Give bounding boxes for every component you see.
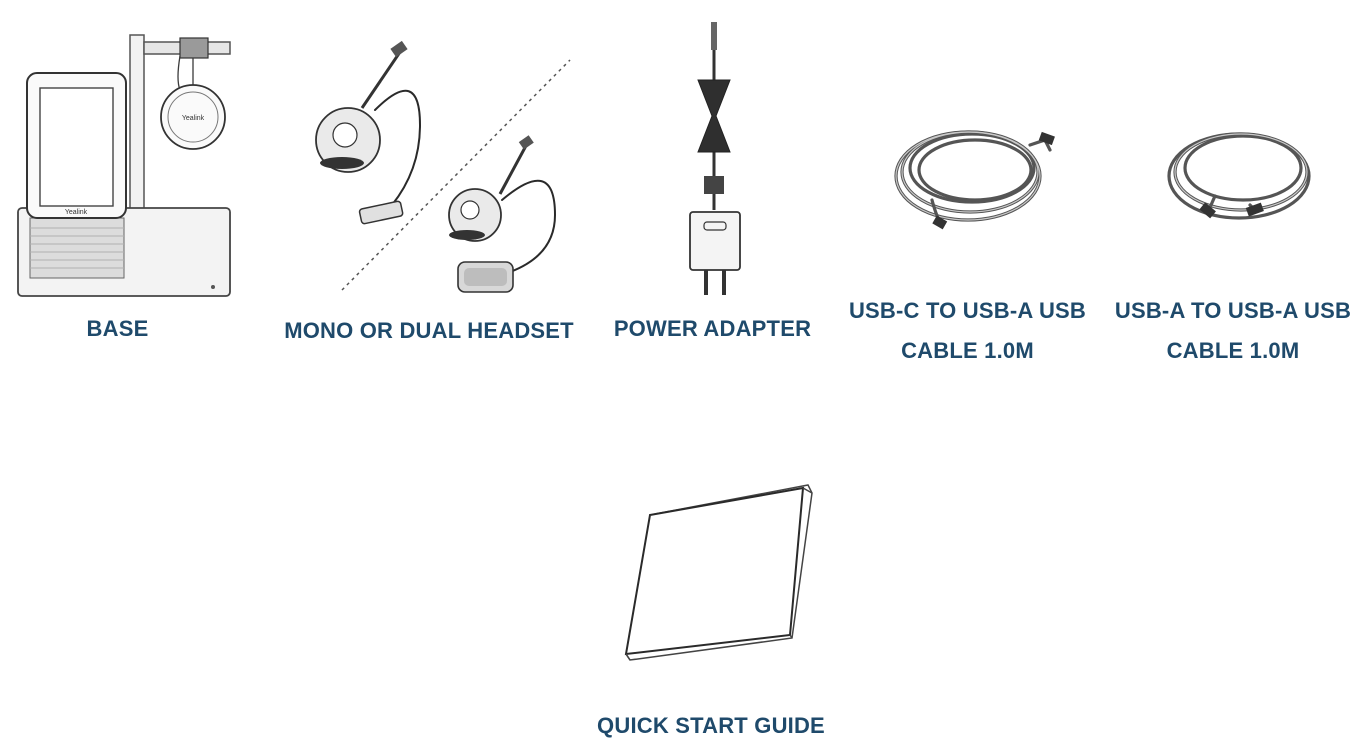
usb-a-cable-icon — [1167, 132, 1311, 220]
label-headset: MONO OR DUAL HEADSET — [284, 318, 574, 343]
item-base: Yealink Yealink BASE — [0, 0, 240, 350]
label-usb-a-cable-line2: CABLE 1.0M — [1166, 338, 1300, 363]
item-headset: MONO OR DUAL HEADSET — [270, 0, 590, 350]
label-quick-start-guide: QUICK START GUIDE — [597, 713, 825, 738]
headset-icon — [315, 40, 571, 293]
headset-brand-text: Yealink — [182, 115, 205, 122]
item-power-adapter: POWER ADAPTER — [600, 0, 830, 350]
item-quick-start-guide: QUICK START GUIDE — [560, 470, 860, 750]
label-usb-a-cable-line1: USB-A TO USB-A USB — [1114, 298, 1352, 323]
usb-c-cable-icon — [894, 130, 1055, 230]
power-adapter-icon — [689, 22, 741, 295]
label-power-adapter: POWER ADAPTER — [613, 316, 812, 341]
label-base: BASE — [86, 316, 149, 341]
label-usb-c-cable-line1: USB-C TO USB-A USB — [848, 298, 1087, 323]
label-usb-c-cable-line2: CABLE 1.0M — [901, 338, 1034, 363]
booklet-icon — [624, 484, 813, 661]
item-usb-a-cable: USB-A TO USB-A USB CABLE 1.0M — [1105, 0, 1361, 380]
item-usb-c-cable: USB-C TO USB-A USB CABLE 1.0M — [840, 0, 1100, 380]
desk-phone-base-icon: Yealink Yealink — [17, 34, 231, 297]
base-brand-text: Yealink — [65, 209, 88, 216]
